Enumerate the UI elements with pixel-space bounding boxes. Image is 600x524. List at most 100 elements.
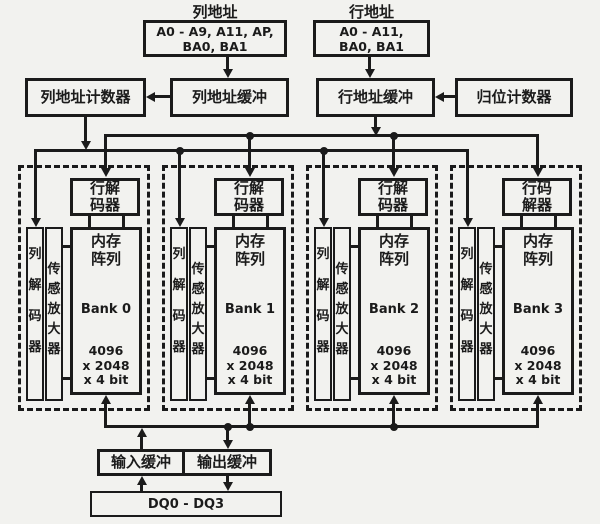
bank3-column-decoder-box: 列解码器 <box>458 227 476 401</box>
bank1-array-title: 内存阵列 <box>234 232 265 268</box>
bank2-column-decoder-box: 列解码器 <box>314 227 332 401</box>
bank2-rowdec-array-stub1 <box>376 216 379 227</box>
bank0-name: Bank 0 <box>80 302 132 317</box>
row-bus-junction-dot-bank1 <box>245 131 254 140</box>
column-address-counter-box: 列地址计数器 <box>25 78 146 117</box>
input-buffer-to-bus-line <box>140 437 143 449</box>
dq-to-input-line <box>140 485 143 491</box>
bank2-sense-array-stub2 <box>351 377 358 380</box>
bank1-column-drop-arrowhead <box>175 218 185 227</box>
bank3-row-decoder-text: 行码解器 <box>521 179 552 214</box>
bank2-rowdec-array-stub2 <box>410 216 413 227</box>
bank2-memory-array-box: 内存阵列 Bank 2 4096 x 2048 x 4 bit <box>358 227 430 395</box>
bank0-column-decoder-box: 列解码器 <box>26 227 44 401</box>
bank2-name: Bank 2 <box>368 302 420 317</box>
bank0-row-decoder-box: 行解码器 <box>70 178 140 216</box>
bank2-dashed-border <box>306 165 438 411</box>
bank0-data-arrowhead <box>101 395 111 404</box>
bank1-name: Bank 1 <box>224 302 276 317</box>
home-counter-box: 归位计数器 <box>455 78 573 117</box>
row-pins-connector-line <box>368 57 371 70</box>
column-pins-line2: BA0, BA1 <box>182 38 248 54</box>
bank0-sense-array-stub1 <box>63 245 70 248</box>
bus-to-output-buffer-line <box>226 428 229 441</box>
column-address-counter-text: 列地址计数器 <box>40 88 131 106</box>
bank1-data-arrowhead <box>245 395 255 404</box>
dq-pins-box: DQ0 - DQ3 <box>90 491 282 517</box>
colbuffer-to-counter-arrowhead <box>146 92 155 102</box>
bank3-column-drop-line <box>466 149 469 218</box>
bank0-row-decoder-text: 行解码器 <box>89 179 120 214</box>
input-buffer-text: 输入缓冲 <box>110 453 171 471</box>
bank0-row-drop-line <box>104 134 107 168</box>
bank3-array-title: 内存阵列 <box>522 232 553 268</box>
bank3-row-drop-line <box>536 134 539 168</box>
row-address-pins-box: A0 - A11, BA0, BA1 <box>313 20 430 57</box>
data-bus-line <box>104 425 539 428</box>
column-address-buffer-box: 列地址缓冲 <box>170 78 289 117</box>
bank0-size: 4096 x 2048 x 4 bit <box>82 343 130 387</box>
column-counter-feed-line <box>84 117 87 142</box>
bank2-row-drop-arrowhead <box>389 168 399 177</box>
bank3-row-decoder-box: 行码解器 <box>502 178 572 216</box>
row-pins-line2: BA0, BA1 <box>339 38 404 54</box>
output-buffer-text: 输出缓冲 <box>196 453 257 471</box>
column-address-bus-line <box>34 149 469 152</box>
bank2-data-line <box>392 404 395 426</box>
bank0-rowdec-array-stub2 <box>122 216 125 227</box>
data-bus-junction-dot-bank2 <box>389 422 398 431</box>
bank3-sense-amplifier-box: 传感放大器 <box>477 227 495 401</box>
homecounter-to-rowbuffer-arrowhead <box>435 92 444 102</box>
bank1-row-decoder-text: 行解码器 <box>233 179 264 214</box>
bank1-memory-array-box: 内存阵列 Bank 1 4096 x 2048 x 4 bit <box>214 227 286 395</box>
output-to-dq-arrowhead <box>223 482 233 491</box>
bank3-sense-array-stub2 <box>495 377 502 380</box>
home-counter-text: 归位计数器 <box>476 88 552 106</box>
bank1-row-drop-arrowhead <box>245 168 255 177</box>
bank0-row-drop-arrowhead <box>101 168 111 177</box>
bank2-array-title: 内存阵列 <box>378 232 409 268</box>
column-bus-junction-dot-bank2 <box>319 146 328 155</box>
bank0-dashed-border <box>18 165 150 411</box>
bank1-rowdec-array-stub2 <box>266 216 269 227</box>
bank2-sense-amplifier-box: 传感放大器 <box>333 227 351 401</box>
bank3-rowdec-array-stub1 <box>520 216 523 227</box>
bank3-data-arrowhead <box>533 395 543 404</box>
bank0-data-line <box>104 404 107 426</box>
bank0-rowdec-array-stub1 <box>88 216 91 227</box>
dq-pins-text: DQ0 - DQ3 <box>147 496 225 512</box>
bank1-dashed-border <box>162 165 294 411</box>
bank3-name: Bank 3 <box>512 302 564 317</box>
data-bus-junction-dot-output <box>223 422 232 431</box>
bank1-row-drop-line <box>248 137 251 168</box>
bank0-column-drop-line <box>34 149 37 218</box>
input-buffer-to-bus-arrowhead <box>137 428 147 437</box>
bank0-array-title: 内存阵列 <box>90 232 121 268</box>
bank0-sense-array-stub2 <box>63 377 70 380</box>
data-bus-junction-dot-bank1 <box>245 422 254 431</box>
bank2-size: 4096 x 2048 x 4 bit <box>370 343 418 387</box>
row-pins-line1: A0 - A11, <box>339 23 404 39</box>
bank1-column-drop-line <box>178 152 181 218</box>
homecounter-to-rowbuffer-line <box>444 95 455 98</box>
row-pins-down-arrowhead <box>365 69 375 78</box>
row-address-bus-line <box>104 134 539 137</box>
bank0-sense-amplifier-box: 传感放大器 <box>45 227 63 401</box>
bank3-column-drop-arrowhead <box>463 218 473 227</box>
bank1-sense-array-stub2 <box>207 377 214 380</box>
bank0-column-drop-arrowhead <box>31 218 41 227</box>
bank1-rowdec-array-stub1 <box>232 216 235 227</box>
bank2-row-decoder-text: 行解码器 <box>377 179 408 214</box>
row-buffer-feed-line <box>374 117 377 128</box>
output-buffer-box: 输出缓冲 <box>182 449 272 476</box>
input-buffer-box: 输入缓冲 <box>97 449 185 476</box>
column-counter-feed-arrowhead <box>81 141 91 150</box>
row-bus-junction-dot-bank2 <box>389 131 398 140</box>
column-bus-junction-dot-bank1 <box>175 146 184 155</box>
colbuffer-to-counter-line <box>155 95 170 98</box>
bank2-data-arrowhead <box>389 395 399 404</box>
bank2-column-drop-arrowhead <box>319 218 329 227</box>
bank3-size: 4096 x 2048 x 4 bit <box>514 343 562 387</box>
bank1-sense-amplifier-box: 传感放大器 <box>189 227 207 401</box>
bank3-memory-array-box: 内存阵列 Bank 3 4096 x 2048 x 4 bit <box>502 227 574 395</box>
